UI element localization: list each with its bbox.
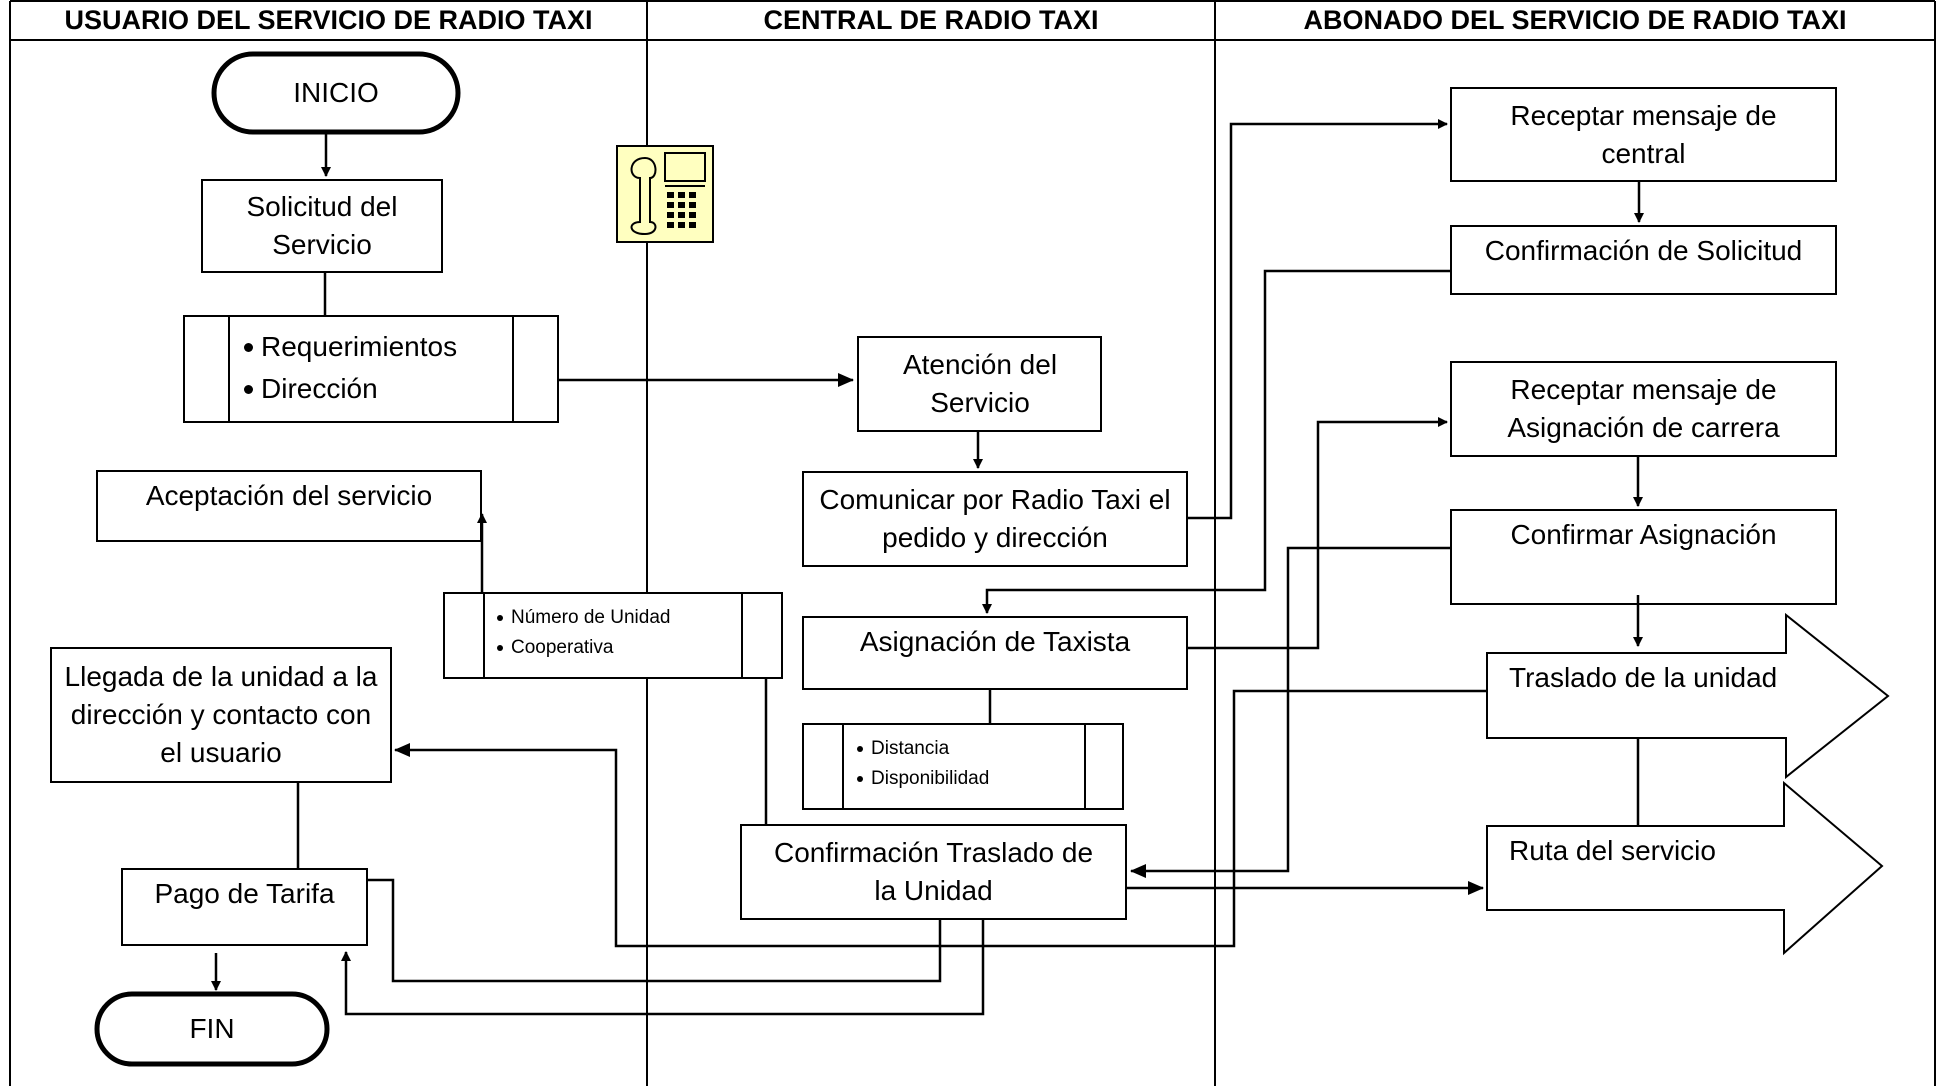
communicate-label: Comunicar por Radio Taxi el pedido y dir…	[819, 484, 1171, 553]
req-details-box	[183, 315, 559, 423]
connector-confirm-assignment-transfer	[1130, 546, 1451, 878]
start-terminator	[211, 51, 461, 135]
connector-payment-loop	[367, 878, 942, 983]
unit-transfer-arrow	[1486, 612, 1890, 780]
request-label: Solicitud del Servicio	[246, 191, 398, 260]
unit-info-item: Número de Unidad	[511, 607, 671, 628]
end-terminator	[94, 991, 330, 1067]
confirm-assignment-label: Confirmar Asignación	[1510, 519, 1777, 550]
lane-header-subscriber: ABONADO DEL SERVICIO DE RADIO TAXI	[1303, 4, 1847, 35]
connector-communicate-receive	[1187, 119, 1448, 520]
lane-header-user: USUARIO DEL SERVICIO DE RADIO TAXI	[64, 4, 593, 35]
request-box	[201, 179, 443, 273]
receive-assignment-box	[1450, 361, 1837, 457]
arrival-label: Llegada de la unidad a la dirección y co…	[64, 661, 378, 768]
acceptance-label: Aceptación del servicio	[145, 480, 433, 511]
payment-label: Pago de Tarifa	[154, 878, 335, 909]
criteria-list: Distancia Disponibilidad	[857, 734, 989, 794]
acceptance-box	[96, 470, 482, 542]
receive-assignment-label: Receptar mensaje de Asignación de carrer…	[1507, 374, 1780, 443]
criteria-box	[802, 723, 1124, 810]
transfer-confirm-box	[740, 824, 1127, 920]
assignment-box	[802, 616, 1188, 690]
communicate-box	[802, 471, 1188, 567]
confirm-assignment-box	[1450, 509, 1837, 605]
service-route-arrow	[1486, 780, 1884, 956]
desk-telephone-icon	[616, 145, 714, 243]
req-details-list: Requerimientos Dirección	[244, 326, 457, 410]
connector-assignment-receive	[1187, 417, 1448, 650]
unit-info-list: Número de Unidad Cooperativa	[497, 603, 670, 663]
arrival-box	[50, 647, 392, 783]
start-label: INICIO	[293, 77, 379, 108]
attention-label: Atención del Servicio	[902, 349, 1058, 418]
connector-transfer-payment	[341, 919, 985, 1016]
confirm-request-label: Confirmación de Solicitud	[1484, 235, 1803, 266]
end-label: FIN	[189, 1013, 235, 1044]
confirm-request-box	[1450, 225, 1837, 295]
criteria-item: Distancia	[871, 738, 950, 759]
unit-info-box	[443, 592, 783, 679]
unit-transfer-label: Traslado de la unidad	[1509, 662, 1778, 693]
unit-info-item: Cooperativa	[511, 637, 614, 658]
connector-transfer-arrival	[394, 689, 1487, 948]
req-detail-item: Dirección	[261, 373, 378, 404]
transfer-confirm-label: Confirmación Traslado de la Unidad	[773, 837, 1094, 906]
criteria-item: Disponibilidad	[871, 768, 990, 789]
receive-msg-label: Receptar mensaje de central	[1510, 99, 1777, 169]
receive-msg-box	[1450, 87, 1837, 182]
connector-confirm-assignment	[982, 269, 1451, 614]
payment-box	[121, 868, 368, 946]
service-route-label: Ruta del servicio	[1509, 835, 1716, 866]
req-detail-item: Requerimientos	[261, 331, 458, 362]
assignment-label: Asignación de Taxista	[859, 626, 1131, 657]
lane-header-central: CENTRAL DE RADIO TAXI	[763, 4, 1099, 35]
attention-box	[857, 336, 1102, 432]
